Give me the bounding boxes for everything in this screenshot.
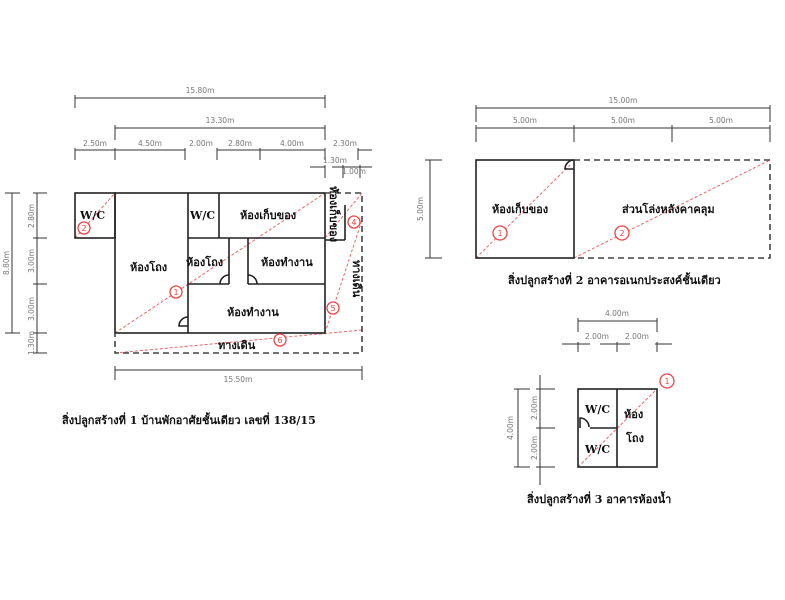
- marker-2: 2: [614, 225, 630, 241]
- svg-text:4: 4: [351, 218, 356, 227]
- room-wc-mid: W/C: [189, 209, 215, 222]
- plan-1: 15.80m 13.30m 2.50m 4.50m 2.00m 2.80m 4.…: [2, 86, 372, 428]
- dim-seg: 2.80m: [228, 139, 252, 148]
- plan1-dimension-bottom: 15.50m: [114, 366, 363, 384]
- marker-2: 2: [77, 221, 91, 235]
- marker-1: 1: [169, 285, 183, 299]
- room-wc-lower: W/C: [584, 443, 610, 456]
- plan1-caption: สิ่งปลูกสร้างที่ 1 บ้านพักอาศัยชั้นเดียว…: [62, 412, 316, 428]
- room-hall-large: ห้องโถง: [130, 260, 167, 274]
- room-office-lower: ห้องทำงาน: [227, 306, 279, 319]
- dim-seg: 2.00m: [530, 396, 539, 420]
- dim-height: 5.00m: [416, 197, 425, 221]
- dim-seg: 2.50m: [83, 139, 107, 148]
- svg-text:5: 5: [330, 304, 335, 313]
- room-covered-area: ส่วนโล่งหลังคาคลุม: [622, 202, 715, 217]
- dim-bottom: 15.50m: [224, 375, 253, 384]
- dim-seg: 2.80m: [27, 204, 36, 228]
- marker-5: 5: [326, 301, 340, 315]
- plan1-dimensions-top: 15.80m 13.30m 2.50m 4.50m 2.00m 2.80m 4.…: [74, 86, 372, 178]
- plan-2: 15.00m 5.00m 5.00m 5.00m 5.00m ห้องเก็บข…: [416, 96, 771, 288]
- room-walkway-right: ทางเดิน: [350, 260, 363, 298]
- plan2-caption: สิ่งปลูกสร้างที่ 2 อาคารอเนกประสงค์ชั้นเ…: [508, 272, 721, 288]
- dim-total-width: 15.80m: [186, 86, 215, 95]
- plan-3: 4.00m 2.00m 2.00m 4.00m 2.00m 2.00m W/C …: [506, 309, 675, 507]
- dim-seg: 3.00m: [27, 249, 36, 273]
- dim-seg: 4.50m: [138, 139, 162, 148]
- dim-seg: 5.00m: [709, 116, 733, 125]
- room-storage: ห้องเก็บของ: [240, 208, 296, 222]
- room-storage-side: ห้องเก็บของ: [327, 186, 341, 242]
- dim-total-height: 4.00m: [506, 416, 515, 440]
- dim-total-width: 15.00m: [609, 96, 638, 105]
- dim-seg: 5.00m: [513, 116, 537, 125]
- room-wc-upper: W/C: [584, 403, 610, 416]
- plan1-dimensions-left: 8.80m 2.80m 3.00m 3.00m 1.30m: [2, 192, 47, 355]
- dim-seg: 5.00m: [611, 116, 635, 125]
- marker-6: 6: [273, 333, 287, 347]
- svg-text:6: 6: [277, 336, 282, 345]
- room-hall-small: ห้องโถง: [186, 255, 223, 269]
- svg-text:1: 1: [497, 229, 502, 238]
- dim-seg: 2.00m: [625, 332, 649, 341]
- svg-text:1: 1: [664, 377, 669, 386]
- dim-small: 1.00m: [342, 167, 366, 176]
- plan1-walls: [74, 192, 363, 354]
- dim-seg: 1.30m: [27, 331, 36, 355]
- svg-text:2: 2: [81, 224, 86, 233]
- marker-1: 1: [659, 373, 675, 389]
- svg-text:2: 2: [619, 229, 624, 238]
- dim-seg: 4.00m: [280, 139, 304, 148]
- dim-sub-width: 13.30m: [206, 116, 235, 125]
- dim-small: 1.30m: [323, 156, 347, 165]
- dim-seg: 2.30m: [333, 139, 357, 148]
- plan3-caption: สิ่งปลูกสร้างที่ 3 อาคารห้องน้ำ: [527, 491, 672, 507]
- dim-seg: 2.00m: [189, 139, 213, 148]
- svg-text:1: 1: [173, 288, 178, 297]
- room-hall: โถง: [625, 431, 644, 445]
- dim-seg: 2.00m: [530, 436, 539, 460]
- room-hall: ห้อง: [624, 408, 643, 421]
- room-walkway-bottom: ทางเดิน: [218, 339, 256, 352]
- marker-4: 4: [347, 215, 361, 229]
- dim-total-width: 4.00m: [605, 309, 629, 318]
- marker-1: 1: [492, 225, 508, 241]
- room-office-upper: ห้องทำงาน: [261, 256, 313, 269]
- room-wc-left: W/C: [79, 209, 105, 222]
- room-storage: ห้องเก็บของ: [492, 202, 548, 216]
- dim-seg: 3.00m: [27, 297, 36, 321]
- dim-seg: 2.00m: [585, 332, 609, 341]
- dim-total-height: 8.80m: [2, 251, 11, 275]
